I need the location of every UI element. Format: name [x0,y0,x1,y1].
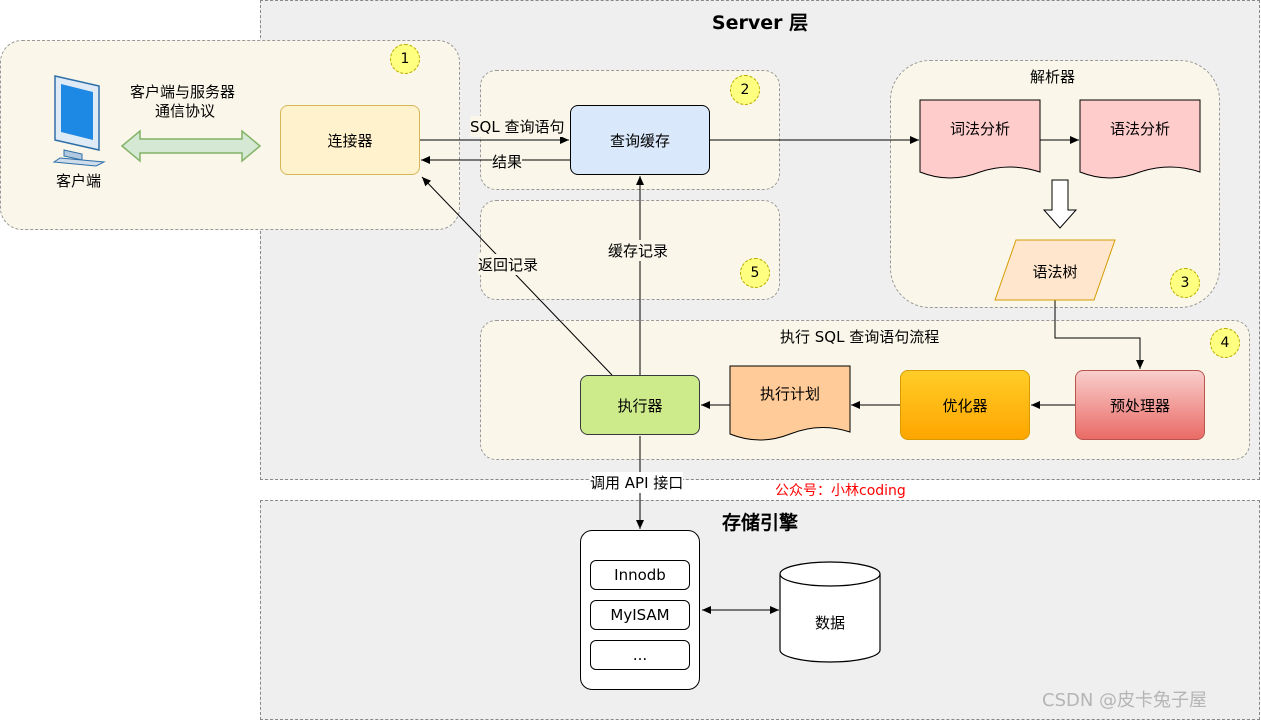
database-cylinder [779,561,881,663]
client-label: 客户端 [56,172,102,190]
edge-label-result: 结果 [492,151,523,172]
badge-5: 5 [740,258,770,288]
edge-label-call-api: 调用 API 接口 [590,472,684,493]
query-cache-node: 查询缓存 [570,105,710,175]
syntax-tree-label: 语法树 [1032,263,1078,281]
execution-plan-label: 执行计划 [759,385,820,403]
execution-title: 执行 SQL 查询语句流程 [780,328,940,346]
connector-node: 连接器 [280,105,420,175]
execution-plan-shape [729,365,851,441]
parser-title: 解析器 [1030,68,1076,86]
executor-node: 执行器 [580,375,700,435]
client-monitor-icon [52,75,106,167]
watermark-red: 公众号：小林coding [775,483,906,499]
protocol-double-arrow [120,129,262,163]
syntax-tree-shape [994,239,1116,301]
edge-label-return-records: 返回记录 [478,254,539,275]
badge-4: 4 [1210,328,1240,358]
data-label: 数据 [814,614,845,632]
syntax-analysis-shape [1079,99,1201,179]
badge-3: 3 [1170,268,1200,298]
edge-tree-to-preprocessor [1054,300,1144,369]
engine-innodb: Innodb [590,560,690,590]
engine-myisam: MyISAM [590,600,690,630]
badge-2: 2 [730,75,760,105]
hollow-down-arrow [1042,179,1078,229]
edge-label-sql-query: SQL 查询语句 [470,116,565,137]
engine-more: ... [590,640,690,670]
optimizer-node: 优化器 [900,370,1030,440]
edge-return-records [421,176,613,376]
server-layer-title: Server 层 [711,12,809,34]
edge-label-cache-records: 缓存记录 [608,240,669,261]
badge-1: 1 [390,44,420,74]
protocol-label-line1: 客户端与服务器 [130,83,236,101]
preprocessor-node: 预处理器 [1075,370,1205,440]
lexical-analysis-label: 词法分析 [949,120,1010,138]
cache-write-panel [480,200,780,300]
watermark-csdn: CSDN @皮卡兔子屋 [1042,690,1208,711]
lexical-analysis-shape [919,99,1041,179]
protocol-label-line2: 通信协议 [155,102,216,120]
syntax-analysis-label: 语法分析 [1109,120,1170,138]
storage-layer-title: 存储引擎 [721,512,798,534]
